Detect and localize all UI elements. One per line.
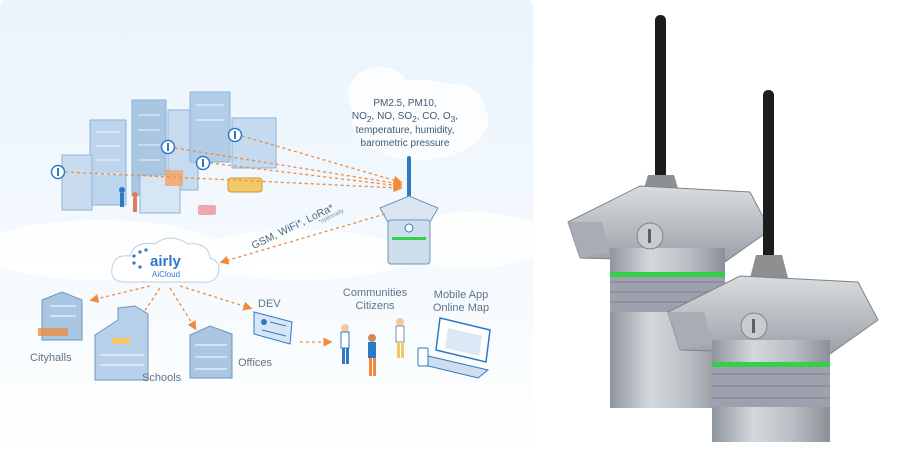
antenna-front — [763, 90, 774, 260]
laptop-phone-icon — [417, 317, 491, 379]
airly-system-diagram: PM2.5, PM10, NO2, NO, SO2, CO, O3, tempe… — [0, 0, 533, 462]
pollutants-line-3: temperature, humidity, — [355, 125, 455, 136]
communities-label-line-1: Communities — [342, 287, 408, 299]
cityhalls-label: Cityhalls — [30, 352, 72, 364]
offices-label: Offices — [238, 357, 273, 369]
city-buildings-illustration — [61, 91, 277, 215]
mobile-app-label-line-1: Mobile App — [433, 289, 489, 301]
aicloud-shape — [111, 237, 220, 283]
schools-label: Schools — [142, 372, 182, 384]
measured-parameters-label: PM2.5, PM10, NO2, NO, SO2, CO, O3, tempe… — [340, 98, 470, 150]
pollutants-line-1: PM2.5, PM10, — [373, 98, 437, 109]
cityhalls-building-icon — [38, 291, 83, 341]
sensor-devices-photo — [567, 15, 879, 442]
dev-dashboard-icon — [253, 311, 293, 345]
status-led-back — [610, 272, 725, 277]
airly-brand-label: airly — [150, 253, 181, 270]
airly-logo-icon — [132, 248, 148, 269]
mobile-app-label: Mobile App Online Map — [428, 289, 494, 315]
pollutants-line-4: barometric pressure — [360, 137, 450, 149]
diagram-graphics — [38, 91, 491, 381]
sensor-to-cloud-arrow — [219, 213, 386, 265]
data-collection-arrows — [64, 135, 403, 193]
schools-building-icon — [94, 305, 149, 381]
communities-label-line-2: Citizens — [355, 300, 395, 312]
pollutants-line-2: NO2, NO, SO2, CO, O3, — [351, 110, 459, 124]
dev-label: DEV — [258, 298, 281, 310]
offices-building-icon — [189, 325, 233, 379]
mobile-app-label-line-2: Online Map — [432, 302, 490, 314]
citizens-people-icons — [340, 318, 405, 376]
sensor-device-back — [567, 15, 771, 408]
status-led-front — [712, 362, 830, 367]
communities-label: Communities Citizens — [340, 287, 410, 313]
antenna-back — [655, 15, 666, 180]
sensor-device-front — [667, 90, 879, 442]
sensor-device-illustration — [379, 156, 439, 265]
aicloud-label: AiCloud — [152, 270, 181, 279]
